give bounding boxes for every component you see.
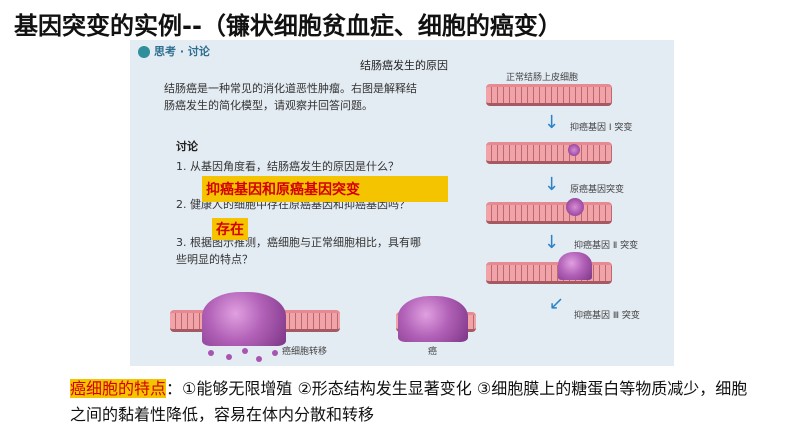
figure-title: 结肠癌发生的原因	[360, 57, 448, 73]
features-label: 癌细胞的特点	[70, 379, 166, 398]
features-text: ：①能够无限增殖 ②形态结构发生显著变化 ③细胞膜上的糖蛋白等物质减少，细胞之间…	[70, 379, 747, 424]
stage-label-step2: 原癌基因突变	[570, 182, 624, 195]
arrow-down-icon: ↓	[544, 232, 559, 253]
tissue-step2	[486, 202, 612, 224]
carcinoma-icon	[398, 296, 468, 342]
metastatic-tumor-icon	[202, 292, 286, 346]
slide-title: 基因突变的实例--（镰状细胞贫血症、细胞的癌变）	[14, 6, 562, 41]
discussion-title: 讨论	[176, 138, 198, 154]
answer-q2-highlight: 存在	[212, 218, 248, 240]
cancer-cell-features: 癌细胞的特点：①能够无限增殖 ②形态结构发生显著变化 ③细胞膜上的糖蛋白等物质减…	[70, 376, 760, 428]
cell-icon	[208, 350, 214, 356]
stage-label-normal: 正常结肠上皮细胞	[506, 70, 578, 83]
answer-q1-highlight: 抑癌基因和原癌基因突变	[202, 176, 448, 202]
cell-icon	[256, 356, 262, 362]
textbook-figure: 思考 · 讨论 结肠癌发生的原因 结肠癌是一种常见的消化道恶性肿瘤。右图是解释结…	[130, 40, 674, 366]
intro-paragraph: 结肠癌是一种常见的消化道恶性肿瘤。右图是解释结肠癌发生的简化模型，请观察并回答问…	[164, 80, 426, 114]
polyp-icon	[566, 198, 584, 216]
arrow-diagonal-icon: ↓	[543, 292, 569, 318]
cell-icon	[272, 350, 278, 356]
cell-icon	[226, 354, 232, 360]
cell-icon	[242, 348, 248, 354]
think-discuss-label: 思考 · 讨论	[154, 43, 210, 59]
tissue-normal	[486, 84, 612, 106]
mutated-cell-icon	[568, 144, 580, 156]
lightbulb-icon	[138, 46, 150, 58]
stage-label-step3: 抑癌基因 Ⅱ 突变	[574, 238, 638, 251]
stage-label-step4: 抑癌基因 Ⅲ 突变	[574, 308, 640, 321]
tissue-step1	[486, 142, 612, 164]
question-1: 1. 从基因角度看，结肠癌发生的原因是什么？	[176, 158, 426, 175]
stage-label-cancer: 癌	[428, 344, 437, 357]
arrow-down-icon: ↓	[544, 112, 559, 133]
stage-label-metastasis: 癌细胞转移	[282, 344, 327, 357]
stage-label-step1: 抑癌基因 Ⅰ 突变	[570, 120, 632, 133]
tissue-step3	[486, 262, 612, 284]
adenoma-icon	[558, 252, 592, 280]
arrow-down-icon: ↓	[544, 174, 559, 195]
